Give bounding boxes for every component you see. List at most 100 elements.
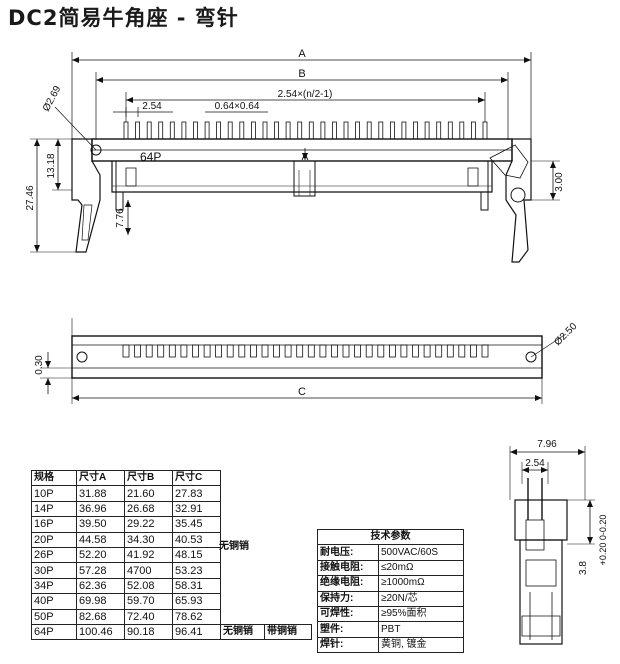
pin-slot (481, 344, 489, 358)
pin (447, 121, 453, 140)
pin-slot (157, 344, 165, 358)
pin-slot (180, 344, 188, 358)
pin (366, 121, 372, 140)
cell-a: 62.36 (76, 577, 125, 595)
pin-slot (249, 344, 257, 358)
header-size-b: 尺寸B (124, 469, 173, 487)
pin-slot (446, 344, 454, 358)
dim-thickness: 0.30 (34, 355, 45, 375)
table-row: 64P 100.46 90.18 96.41 无铜销 带铜销 (31, 623, 312, 641)
table-row: 可焊性: ≥95%面积 (317, 605, 464, 623)
cell-a: 69.98 (76, 593, 125, 610)
dim-c-label: C (298, 386, 306, 398)
pin-slot (377, 344, 385, 358)
cell-spec: 30P (31, 562, 77, 579)
pin (193, 121, 198, 140)
pin-slot (365, 344, 373, 358)
pin-slot (122, 344, 130, 358)
side-view (509, 446, 595, 645)
param-value: ≥95%面积 (378, 605, 464, 623)
pin-slot (284, 344, 292, 358)
param-key: 绝缘电阻: (317, 575, 379, 592)
pin-slot (423, 344, 431, 358)
cell-spec: 14P (31, 500, 77, 518)
cell-c: 32.91 (172, 500, 221, 518)
cell-spec: 64P (31, 623, 77, 641)
dim-h2: 27.46 (25, 185, 36, 210)
table-row: 50P 82.68 72.40 78.62 (31, 608, 312, 625)
pin (274, 121, 279, 140)
center-mark-label: A (302, 152, 309, 163)
pin (123, 121, 129, 140)
cell-a: 36.96 (76, 500, 125, 518)
pin-slot (215, 344, 223, 358)
param-key: 接触电阻: (317, 559, 379, 577)
size-table-header: 规格 尺寸A 尺寸B 尺寸C (31, 469, 312, 487)
cell-a: 52.20 (76, 546, 125, 564)
pin (459, 121, 465, 140)
pin-slot (354, 344, 362, 358)
cell-a: 39.50 (76, 516, 125, 533)
cell-b: 90.18 (124, 623, 173, 641)
cell-spec: 50P (31, 608, 77, 625)
dim-hole-front: Ø2.69 (41, 84, 64, 114)
cell-c: 58.31 (172, 577, 221, 595)
cell-b: 34.30 (124, 531, 173, 548)
tech-params-table: 技术参数 耐电压: 500VAC/60S 接触电阻: ≤20mΩ 绝缘电阻: ≥… (317, 528, 464, 654)
pin (355, 121, 361, 140)
dim-h1: 13.18 (46, 153, 57, 178)
top-slot-row (122, 344, 489, 358)
pin (216, 121, 222, 140)
cell-b: 29.22 (124, 516, 173, 533)
param-value: ≥20N/芯 (378, 590, 464, 607)
note-no-copper-64p: 无铜销 (220, 623, 265, 641)
param-value: PBT (378, 621, 464, 638)
cell-a: 100.46 (76, 623, 125, 641)
table-row: 接触电阻: ≤20mΩ (317, 559, 464, 577)
cell-c: 53.23 (172, 562, 221, 579)
table-row: 30P 57.28 4700 53.23 (31, 562, 312, 579)
pin (378, 121, 384, 140)
dim-side-tolerance: +0.20 0-0.20 (598, 515, 608, 566)
table-row: 绝缘电阻: ≥1000mΩ (317, 575, 464, 592)
cell-spec: 16P (31, 516, 77, 533)
pin (239, 121, 245, 140)
front-pin-row (123, 121, 488, 140)
table-row: 34P 62.36 52.08 58.31 (31, 577, 312, 595)
pin (389, 121, 395, 140)
table-row: 40P 69.98 59.70 65.93 (31, 593, 312, 610)
pin (332, 121, 337, 140)
cell-spec: 20P (31, 531, 77, 548)
size-table: 规格 尺寸A 尺寸B 尺寸C 10P 31.88 21.60 27.83 14P… (31, 469, 312, 641)
pin-slot (192, 344, 199, 358)
header-size-a: 尺寸A (76, 469, 125, 487)
dim-side-length: 3.8 (578, 561, 589, 575)
param-key: 可焊性: (317, 605, 379, 623)
cell-a: 31.88 (76, 485, 125, 502)
table-row: 焊针: 黄铜, 镀金 (317, 636, 464, 654)
cell-spec: 10P (31, 485, 77, 502)
note-with-copper: 带铜销 (264, 623, 312, 641)
table-row: 26P 52.20 41.92 48.15 (31, 546, 312, 564)
param-value: 黄铜, 镀金 (378, 636, 464, 654)
cell-spec: 26P (31, 546, 77, 564)
table-row: 保持力: ≥20N/芯 (317, 590, 464, 607)
header-size-c: 尺寸C (172, 469, 221, 487)
cell-c: 48.15 (172, 546, 221, 564)
cell-spec: 34P (31, 577, 77, 595)
pin-slot (307, 344, 315, 358)
pin-slot (273, 344, 280, 358)
param-value: ≥1000mΩ (378, 575, 464, 592)
pin-slot (226, 344, 234, 358)
cell-a: 57.28 (76, 562, 125, 579)
pin-slot (319, 344, 327, 358)
cell-spec: 40P (31, 593, 77, 610)
cell-b: 21.60 (124, 485, 173, 502)
pin (158, 121, 164, 140)
cell-c: 40.53 (172, 531, 221, 548)
cell-b: 72.40 (124, 608, 173, 625)
dim-h4: 3.00 (554, 172, 565, 192)
pin-slot (458, 344, 466, 358)
front-view (30, 52, 560, 263)
